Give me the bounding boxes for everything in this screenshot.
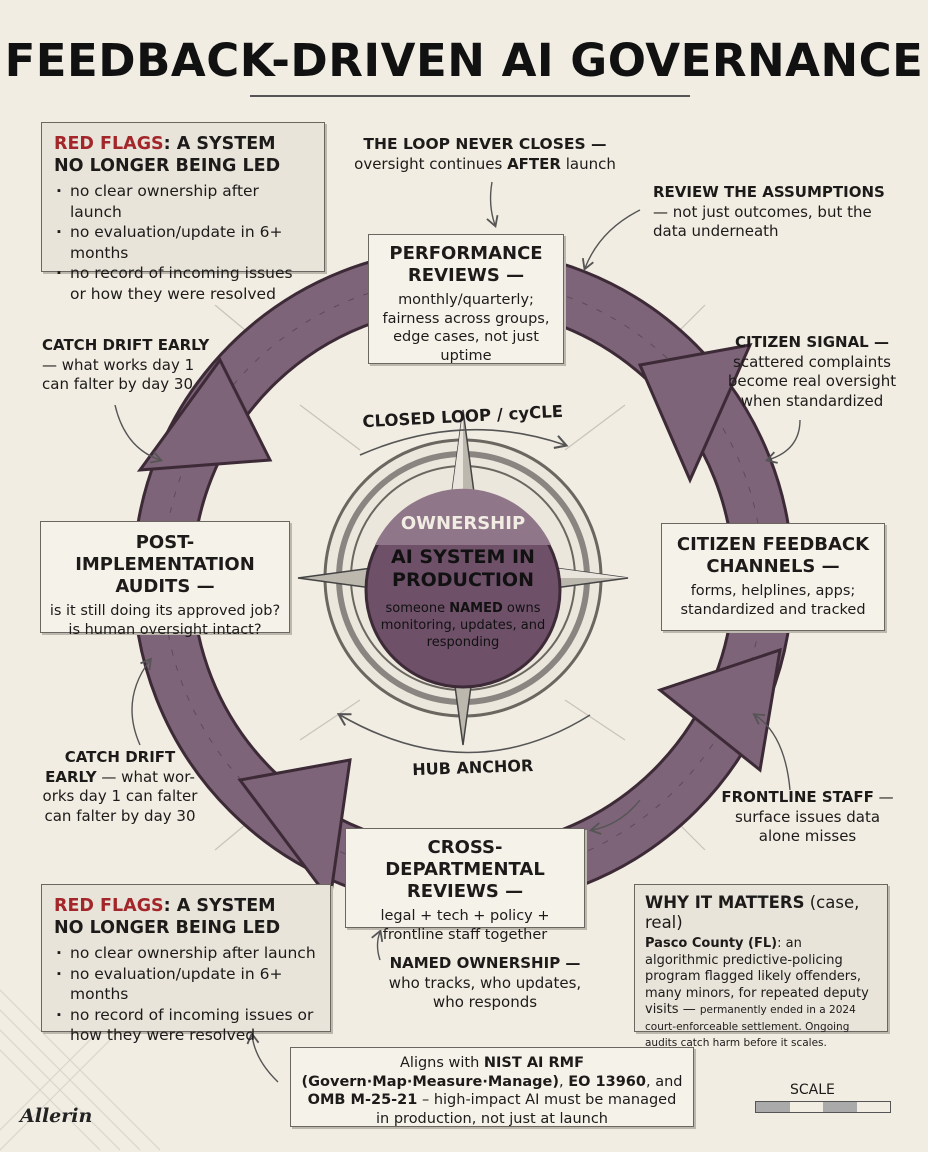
citizen-feedback-text: forms, helplines, apps; standardized and… <box>680 583 866 618</box>
list-item: no clear ownership after launch <box>54 943 318 964</box>
performance-reviews-text: monthly/quarterly; fairness across group… <box>382 292 550 364</box>
hub-ownership-label: OWNERSHIP <box>400 513 526 534</box>
footer-box: Aligns with NIST AI RMF (Govern·Map·Meas… <box>290 1047 694 1127</box>
list-item: no clear ownership after launch <box>54 181 312 222</box>
decorative-rays <box>214 304 706 851</box>
post-implementation-title: POST-IMPLEMENTATION AUDITS — <box>75 532 255 597</box>
performance-reviews-title: PERFORMANCE REVIEWS — <box>389 243 543 286</box>
list-item: no record of incoming issues or how they… <box>54 1005 318 1046</box>
list-item: no record of incoming issues or how they… <box>54 263 312 304</box>
why-heading: WHY IT MATTERS <box>645 893 805 912</box>
list-item: no evaluation/update in 6+ months <box>54 964 318 1005</box>
citizen-feedback-box: CITIZEN FEEDBACK CHANNELS — forms, helpl… <box>661 523 885 631</box>
why-it-matters-box: WHY IT MATTERS (case, real) Pasco County… <box>634 884 888 1049</box>
hub-anchor-arrow <box>336 713 591 754</box>
closed-loop-arrow <box>359 428 569 456</box>
named-ownership-note: NAMED OWNERSHIP — who tracks, who update… <box>388 954 582 1011</box>
catch-drift-note-top: CATCH DRIFT EARLY — what works day 1 can… <box>42 336 210 393</box>
hub-title: AI SYSTEM IN PRODUCTION <box>391 546 535 591</box>
post-implementation-text: is it still doing its approved job? is h… <box>49 603 281 638</box>
hub-anchor-label: HUB ANCHOR <box>412 756 534 779</box>
list-item: no evaluation/update in 6+ months <box>54 222 312 263</box>
red-flags-box-bottom: RED FLAGS: A SYSTEM NO LONGER BEING LED … <box>41 884 331 1044</box>
red-flags-heading: RED FLAGS: A SYSTEM <box>54 896 276 916</box>
hub-text: someone NAMED owns monitoring, updates, … <box>380 601 546 650</box>
red-flags-heading-line2: NO LONGER BEING LED <box>54 918 281 938</box>
red-flags-heading-line2: NO LONGER BEING LED <box>54 156 281 176</box>
annotation-arrows <box>114 181 801 1083</box>
cycle-arrowheads <box>136 343 782 904</box>
red-flags-box-top: RED FLAGS: A SYSTEM NO LONGER BEING LED … <box>41 122 325 303</box>
corner-hatch <box>0 989 161 1151</box>
page-title: FEEDBACK-DRIVEN AI GOVERNANCE <box>4 34 924 87</box>
red-flags-heading: RED FLAGS: A SYSTEM <box>54 134 276 154</box>
cross-departmental-text: legal + tech + policy + frontline staff … <box>380 908 550 943</box>
loop-note: THE LOOP NEVER CLOSES — oversight contin… <box>354 135 616 173</box>
cross-departmental-title: CROSS-DEPARTMENTAL REVIEWS — <box>385 837 545 902</box>
allerin-logo: Allerin <box>20 1105 93 1127</box>
assumptions-note: REVIEW THE ASSUMPTIONS — not just outcom… <box>653 183 885 240</box>
frontline-staff-note: FRONTLINE STAFF — surface issues data al… <box>721 788 894 845</box>
post-implementation-box: POST-IMPLEMENTATION AUDITS — is it still… <box>40 521 290 638</box>
citizen-feedback-title: CITIZEN FEEDBACK CHANNELS — <box>676 534 870 577</box>
scale-label: SCALE <box>790 1082 835 1098</box>
performance-reviews-box: PERFORMANCE REVIEWS — monthly/quarterly;… <box>368 234 564 364</box>
title-underline <box>250 95 690 97</box>
catch-drift-note-bottom: CATCH DRIFT EARLY — what wor- orks day 1… <box>42 748 198 825</box>
cross-departmental-box: CROSS-DEPARTMENTAL REVIEWS — legal + tec… <box>345 828 585 943</box>
why-text: Pasco County (FL): an algorithmic predic… <box>645 936 869 1049</box>
scale-bar <box>755 1101 891 1113</box>
citizen-signal-note: CITIZEN SIGNAL — scattered complaints be… <box>727 333 897 410</box>
